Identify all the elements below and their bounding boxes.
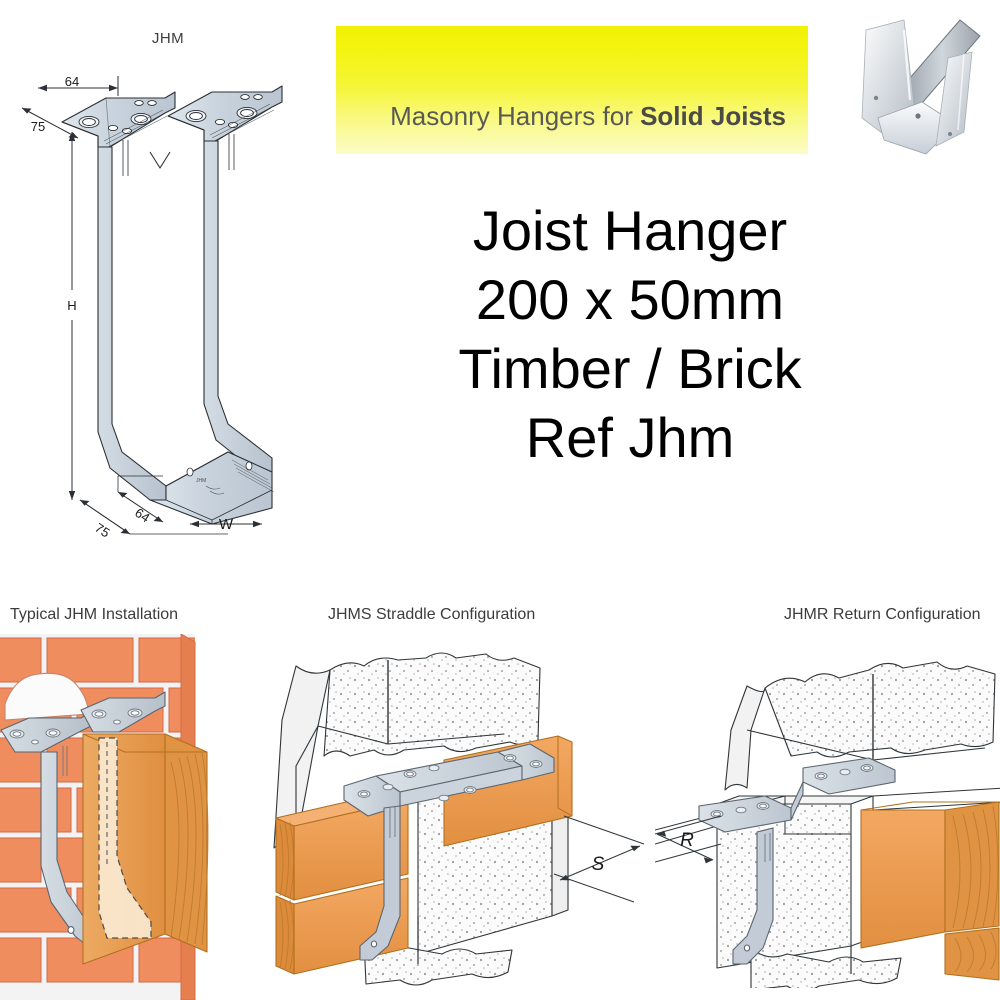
left-leg [97, 146, 167, 501]
left-top-flange [61, 91, 176, 148]
product-title-line-3: Timber / Brick [458, 337, 802, 400]
banner-heading-normal: Masonry Hangers for [390, 101, 641, 131]
left-flange-bend-hatch [103, 109, 168, 148]
dim-height-H [68, 132, 76, 500]
right-flange-bend-hatch [209, 103, 275, 142]
product-photo [852, 14, 992, 162]
product-title: Joist Hanger 200 x 50mm Timber / Brick R… [330, 196, 930, 472]
svg-text:JHM: JHM [196, 478, 206, 484]
product-title-line-1: Joist Hanger [472, 199, 788, 262]
banner-heading-bold: Solid Joists [640, 101, 786, 131]
drawing-part-label: JHM [151, 30, 185, 47]
dim-text-return: R [680, 830, 694, 851]
brick-wall-installation-diagram [0, 634, 209, 1000]
dim-seat-W [190, 520, 262, 528]
dim-text-seat-width: W [219, 516, 234, 533]
dim-text-top-depth: 64 [65, 74, 79, 89]
panel-straddle-configuration: S [268, 648, 648, 988]
dim-text-bottom-depth: 64 [132, 505, 152, 525]
right-leg-slot [228, 134, 235, 170]
right-flange-holes [185, 94, 263, 129]
masonry-hangers-banner: Masonry Hangers for Solid Joists [336, 26, 808, 154]
straddle-configuration-diagram: S [273, 652, 645, 986]
panel-return-configuration: R [655, 648, 1000, 988]
product-title-line-2: 200 x 50mm [475, 268, 785, 331]
dim-return-R [655, 815, 722, 864]
caption-typical-installation: Typical JHM Installation [10, 606, 179, 623]
panel-typical-installation [0, 634, 285, 1000]
return-configuration-diagram: R [655, 661, 1000, 988]
leg-notch [149, 151, 171, 169]
dim-bottom-leaders [79, 475, 228, 535]
right-leg [203, 140, 273, 473]
banner-heading: Masonry Hangers for Solid Joists [336, 101, 786, 132]
right-top-flange [167, 85, 283, 142]
left-flange-holes [78, 100, 157, 135]
dim-text-bottom-width: 75 [92, 520, 112, 540]
dim-top-64 [38, 76, 119, 96]
jhm-hanger-linedrawing: JHM [21, 74, 283, 540]
dim-bottom-64 [117, 476, 164, 523]
caption-return-configuration: JHMR Return Configuration [784, 606, 981, 623]
dim-straddle-S [553, 815, 645, 903]
product-title-line-4: Ref Jhm [525, 406, 735, 469]
technical-drawing: JHM [0, 0, 330, 560]
bottom-seat: JHM [149, 451, 275, 525]
dim-text-height: H [67, 298, 76, 313]
hanger-photo-illustration [852, 14, 992, 162]
dim-text-top-width: 75 [31, 119, 45, 134]
dim-text-straddle: S [592, 854, 605, 875]
left-leg-slot [122, 140, 129, 176]
caption-straddle-configuration: JHMS Straddle Configuration [328, 606, 536, 623]
